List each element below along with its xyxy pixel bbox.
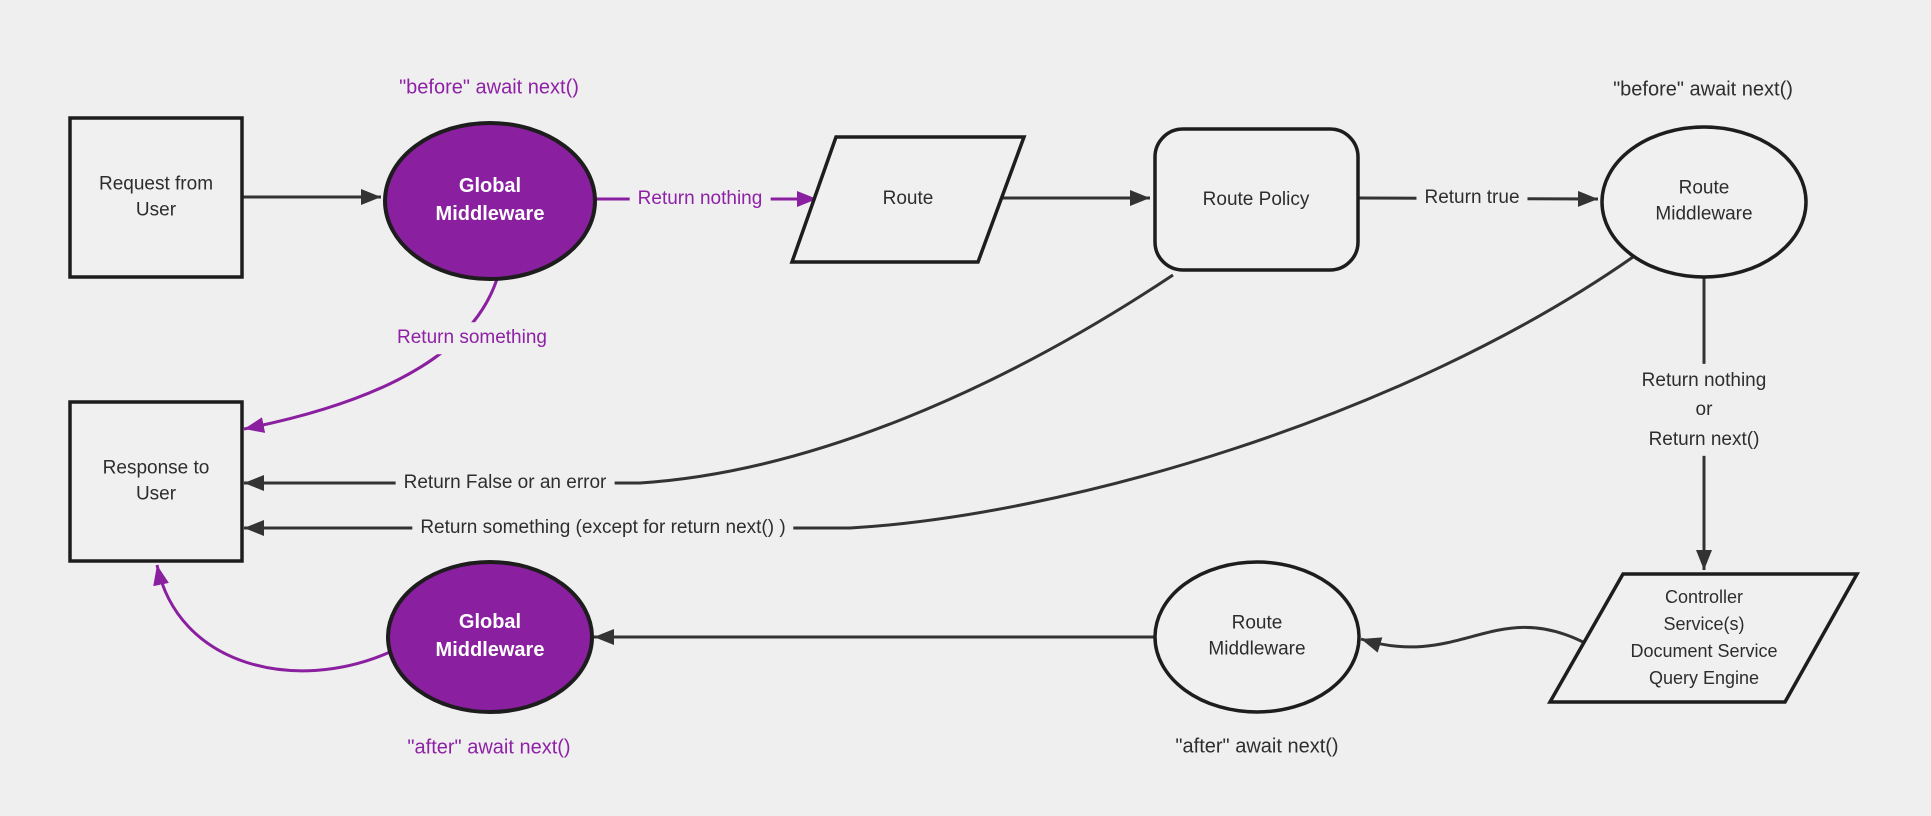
- label-return-true: Return true: [1416, 182, 1528, 214]
- route-policy-node-label: Route Policy: [1202, 189, 1310, 211]
- route-node-shape: [789, 135, 1027, 264]
- global-middleware-top-node-shape: [383, 121, 597, 281]
- edge-route-middleware-return-something-to-response: [244, 255, 1634, 536]
- route-node-label: Route: [882, 188, 934, 210]
- edge-global-middleware-return-something-to-response: [243, 278, 499, 433]
- response-node-label: Response to User: [102, 457, 210, 504]
- request-node-shape: [68, 116, 244, 279]
- label-before-await-next-global: "before" await next(): [399, 76, 579, 99]
- label-return-nothing-or-next: Return nothing or Return next(): [1633, 363, 1775, 457]
- route-middleware-top-node-label: Route Middleware: [1655, 177, 1753, 224]
- label-after-await-next-global: "after" await next(): [407, 736, 571, 759]
- global-middleware-bottom-node-label: Global Middleware: [435, 611, 545, 661]
- edge-route-policy-return-false-to-response: [244, 273, 1174, 491]
- label-return-false-or-error: Return False or an error: [395, 467, 615, 499]
- edge-global-middleware-bottom-to-response: [153, 564, 391, 673]
- core-layers-node-shape: [1546, 572, 1860, 704]
- core-layers-node-label: Controller Service(s) Document Service Q…: [1630, 587, 1778, 688]
- label-return-something-except: Return something (except for return next…: [412, 512, 794, 544]
- global-middleware-bottom-node-shape: [386, 560, 594, 714]
- label-before-await-next-route: "before" await next(): [1613, 78, 1793, 101]
- label-return-nothing: Return nothing: [629, 183, 771, 215]
- label-return-something: Return something: [389, 322, 555, 354]
- route-policy-node-shape: [1153, 127, 1360, 272]
- route-middleware-bottom-node-label: Route Middleware: [1208, 612, 1306, 659]
- request-node-label: Request from User: [98, 173, 214, 220]
- global-middleware-top-node-label: Global Middleware: [435, 175, 545, 225]
- response-node-shape: [68, 400, 244, 563]
- label-after-await-next-route: "after" await next(): [1175, 735, 1339, 758]
- route-middleware-top-node-shape: [1600, 125, 1808, 279]
- route-middleware-bottom-node-shape: [1153, 560, 1361, 714]
- edge-core-layers-to-route-middleware-bottom: [1360, 625, 1586, 653]
